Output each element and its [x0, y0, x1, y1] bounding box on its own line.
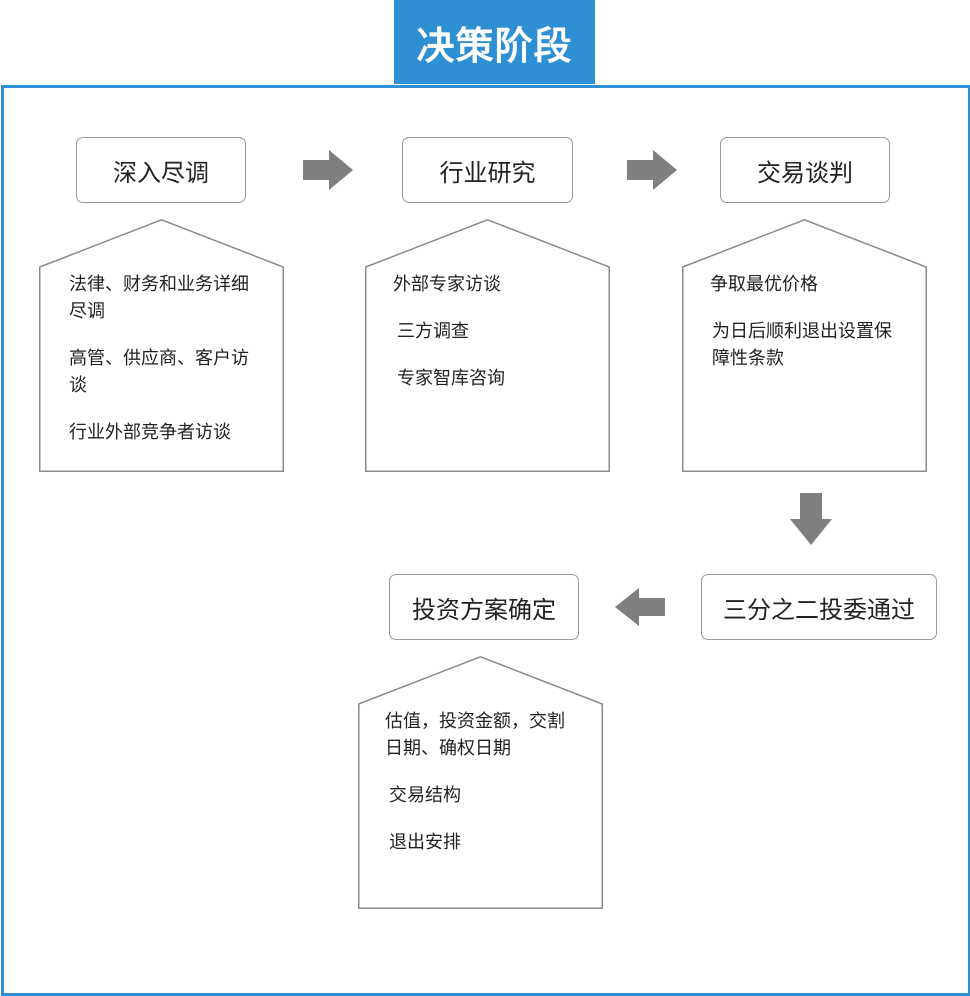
stage-committee-approval: 三分之二投委通过 [701, 574, 937, 640]
detail-panel-investment-plan: 估值，投资金额，交割日期、确权日期 交易结构 退出安排 [358, 655, 603, 909]
detail-panel-industry-research: 外部专家访谈 三方调查 专家智库咨询 [365, 218, 610, 472]
detail-item: 法律、财务和业务详细尽调 [69, 274, 249, 322]
detail-item: 为日后顺利退出设置保障性条款 [712, 321, 892, 369]
stage-due-diligence: 深入尽调 [76, 137, 246, 203]
left-arrow-icon [615, 588, 665, 626]
right-arrow-icon [303, 150, 353, 190]
detail-item: 专家智库咨询 [397, 368, 505, 389]
detail-panel-due-diligence: 法律、财务和业务详细尽调 高管、供应商、客户访谈 行业外部竞争者访谈 [39, 218, 284, 472]
detail-item: 估值，投资金额，交割日期、确权日期 [385, 711, 565, 759]
down-arrow-icon [790, 493, 832, 545]
page-title: 决策阶段 [394, 0, 595, 84]
detail-item: 退出安排 [389, 832, 461, 853]
detail-item: 行业外部竞争者访谈 [69, 422, 231, 443]
detail-item: 三方调查 [397, 321, 469, 342]
right-arrow-icon [627, 150, 677, 190]
detail-item: 交易结构 [389, 785, 461, 806]
stage-negotiation: 交易谈判 [720, 137, 890, 203]
stage-investment-plan: 投资方案确定 [389, 574, 579, 640]
detail-panel-negotiation: 争取最优价格 为日后顺利退出设置保障性条款 [682, 218, 927, 472]
stage-industry-research: 行业研究 [402, 137, 573, 203]
detail-item: 高管、供应商、客户访谈 [69, 348, 249, 396]
detail-item: 外部专家访谈 [393, 274, 501, 295]
detail-item: 争取最优价格 [710, 274, 818, 295]
